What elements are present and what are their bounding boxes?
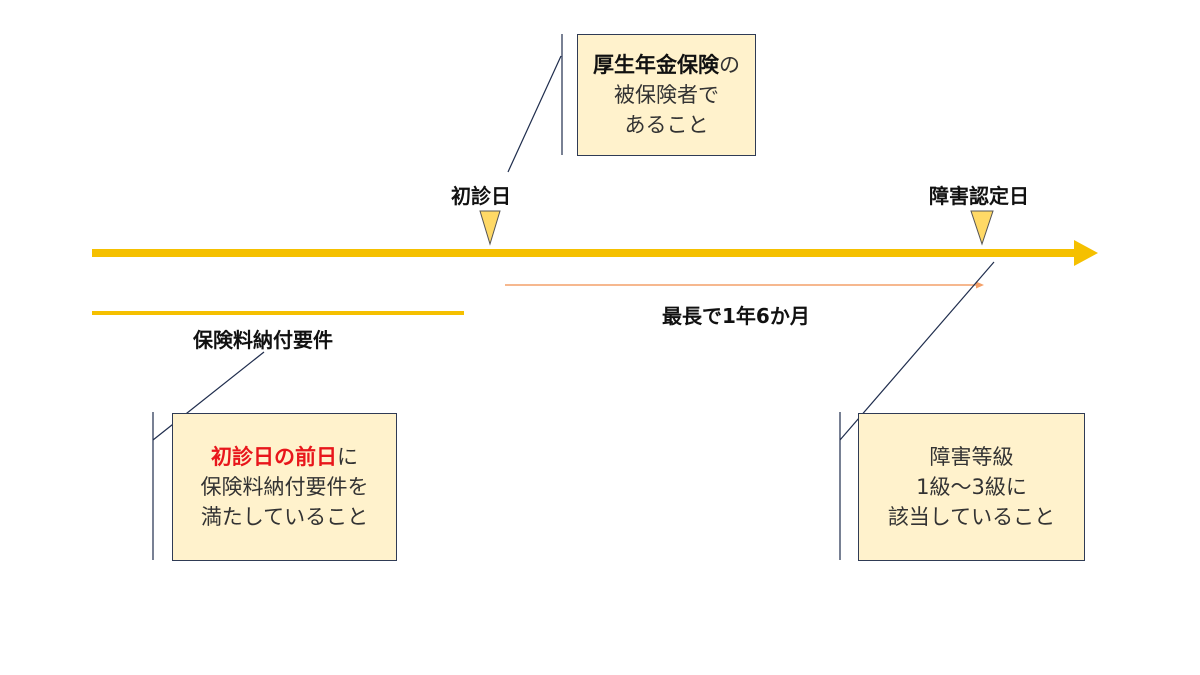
first-visit-label: 初診日 xyxy=(451,184,511,208)
insured-line1: 厚生年金保険の xyxy=(593,50,740,80)
insured-line2: 被保険者で xyxy=(614,83,719,107)
timeline-arrowhead xyxy=(1074,240,1098,266)
span-arrowhead xyxy=(976,281,984,289)
span-label: 最長で1年6か月 xyxy=(662,304,810,328)
recognition-date-label: 障害認定日 xyxy=(929,184,1029,208)
payment-line2: 保険料納付要件を xyxy=(200,475,369,499)
payment-line1: 初診日の前日に xyxy=(211,442,358,472)
payment-requirement-box: 初診日の前日に 保険料納付要件を 満たしていること xyxy=(172,413,397,561)
insured-requirement-box: 厚生年金保険の 被保険者で あること xyxy=(577,34,756,156)
leader-grade xyxy=(839,261,995,441)
grade-line1: 障害等級 xyxy=(929,445,1014,469)
grade-requirement-box: 障害等級 1級〜3級に 該当していること xyxy=(858,413,1085,561)
payment-requirement-label: 保険料納付要件 xyxy=(193,328,333,352)
leader-payment xyxy=(152,351,265,441)
payment-line3: 満たしていること xyxy=(200,505,369,529)
grade-line3: 該当していること xyxy=(887,505,1056,529)
first-visit-marker xyxy=(479,210,501,246)
payment-line1-rest: に xyxy=(337,445,358,469)
payment-emphasis: 初診日の前日 xyxy=(211,445,337,469)
insured-emphasis: 厚生年金保険 xyxy=(593,53,719,77)
recognition-date-marker xyxy=(970,210,994,246)
leader-insured xyxy=(507,55,562,173)
insured-line3: あること xyxy=(624,113,709,137)
grade-line2: 1級〜3級に xyxy=(916,475,1027,499)
insured-line1-rest: の xyxy=(719,53,740,77)
